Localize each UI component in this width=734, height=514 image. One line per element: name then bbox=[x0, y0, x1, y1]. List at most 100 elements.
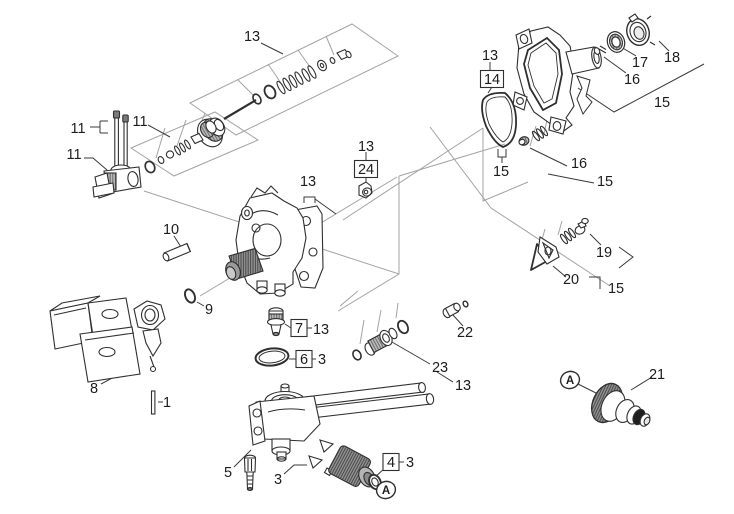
callout-box bbox=[295, 349, 313, 369]
callout-text: 20 bbox=[563, 272, 579, 288]
callout-text: 3 bbox=[406, 455, 414, 471]
part-callout-8-28: 8 bbox=[90, 381, 98, 397]
part-callout-a-36: A bbox=[375, 480, 397, 500]
callout-text: 18 bbox=[664, 50, 680, 66]
part-callout-13-8: 13 bbox=[482, 48, 498, 64]
valve-kit-2223-artwork bbox=[352, 300, 469, 361]
bypass-valve-body-artwork bbox=[92, 164, 142, 199]
callout-text: 15 bbox=[597, 174, 613, 190]
part-callout-1-29: 1 bbox=[163, 395, 171, 411]
part-callout-17-11: 17 bbox=[632, 55, 648, 71]
callout-text: A bbox=[382, 485, 390, 497]
inlet-valve-kit-artwork bbox=[144, 120, 217, 174]
part-callout-20-18: 20 bbox=[563, 272, 579, 288]
part-callout-11-2: 11 bbox=[132, 114, 147, 130]
callout-box bbox=[353, 159, 379, 179]
overflow-pins-artwork bbox=[112, 110, 129, 167]
cylinder-pin-artwork bbox=[162, 242, 192, 262]
part-callout-23-21: 23 bbox=[432, 360, 448, 376]
callout-circle bbox=[375, 480, 397, 500]
callout-text: 7 bbox=[295, 321, 303, 337]
callout-text: 8 bbox=[90, 381, 98, 397]
o-ring-6-artwork bbox=[254, 347, 290, 367]
part-callout-16-15: 16 bbox=[571, 156, 587, 172]
callout-text: 24 bbox=[358, 162, 374, 178]
part-callout-13-6: 13 bbox=[358, 139, 374, 155]
part-callout-16-13: 16 bbox=[624, 72, 640, 88]
callout-text: 19 bbox=[596, 245, 612, 261]
o-ring-9-artwork bbox=[183, 288, 197, 304]
triangular-gasket-artwork bbox=[481, 91, 517, 148]
part-callout-4-32: 4 bbox=[382, 452, 400, 472]
callout-text: 21 bbox=[649, 367, 665, 383]
callout-text: 16 bbox=[624, 72, 640, 88]
part-callout-3-31: 3 bbox=[274, 472, 282, 488]
callout-text: 5 bbox=[224, 465, 232, 481]
part-callout-13-25: 13 bbox=[313, 322, 329, 338]
callout-text: 16 bbox=[571, 156, 587, 172]
pump-housing-artwork bbox=[225, 185, 324, 297]
part-callout-21-34: 21 bbox=[649, 367, 665, 383]
part-callout-11-3: 11 bbox=[66, 147, 81, 163]
callout-text: 4 bbox=[387, 455, 395, 471]
part-callout-15-19: 15 bbox=[608, 281, 624, 297]
callout-text: 10 bbox=[163, 222, 179, 238]
part-callout-5-30: 5 bbox=[224, 465, 232, 481]
callout-text: 13 bbox=[358, 139, 374, 155]
clamp-24-artwork bbox=[358, 181, 373, 199]
callout-text: 14 bbox=[484, 72, 500, 88]
callout-text: 6 bbox=[300, 352, 308, 368]
callout-text: A bbox=[566, 375, 574, 387]
part-callout-15-14: 15 bbox=[654, 95, 670, 111]
bypass-kit-artwork bbox=[530, 217, 589, 271]
callout-text: 11 bbox=[132, 114, 147, 130]
callout-text: 11 bbox=[70, 121, 85, 137]
part-callout-3-27: 3 bbox=[318, 352, 326, 368]
part-callout-19-17: 19 bbox=[596, 245, 612, 261]
part-callout-22-20: 22 bbox=[457, 325, 473, 341]
callout-circle bbox=[559, 370, 581, 390]
callout-box bbox=[479, 69, 505, 89]
callout-text: 13 bbox=[313, 322, 329, 338]
pin-1-artwork bbox=[150, 390, 156, 415]
part-callout-18-12: 18 bbox=[664, 50, 680, 66]
callout-text: 17 bbox=[632, 55, 648, 71]
switch-box-artwork bbox=[49, 295, 166, 383]
coupling-4-artwork bbox=[328, 445, 382, 491]
unloader-rod-kit-artwork bbox=[197, 48, 352, 148]
part-callout-14-9: 14 bbox=[479, 69, 505, 89]
callout-text: 13 bbox=[482, 48, 498, 64]
callout-text: 15 bbox=[654, 95, 670, 111]
part-callout-a-35: A bbox=[559, 370, 581, 390]
valve-7-artwork bbox=[266, 307, 286, 337]
callout-text: 1 bbox=[163, 395, 171, 411]
callout-text: 22 bbox=[457, 325, 473, 341]
callout-text: 3 bbox=[274, 472, 282, 488]
part-callout-3-33: 3 bbox=[406, 455, 414, 471]
callout-text: 15 bbox=[608, 281, 624, 297]
callout-text: 23 bbox=[432, 360, 448, 376]
part-callout-9-23: 9 bbox=[205, 302, 213, 318]
hose-adapter-artwork bbox=[590, 382, 651, 427]
part-callout-13-5: 13 bbox=[300, 174, 316, 190]
part-callout-11-1: 11 bbox=[70, 121, 85, 137]
part-callout-24-7: 24 bbox=[353, 159, 379, 179]
part-callout-7-24: 7 bbox=[290, 318, 308, 338]
callout-leader-lines bbox=[84, 40, 705, 487]
callout-text: 13 bbox=[455, 378, 471, 394]
part-callout-15-10: 15 bbox=[493, 164, 509, 180]
part-callout-13-0: 13 bbox=[244, 29, 260, 45]
callout-box bbox=[290, 318, 308, 338]
callout-text: 13 bbox=[300, 174, 316, 190]
part-callout-15-16: 15 bbox=[597, 174, 613, 190]
part-callout-10-4: 10 bbox=[163, 222, 179, 238]
part-callout-13-22: 13 bbox=[455, 378, 471, 394]
part-callout-6-26: 6 bbox=[295, 349, 313, 369]
callout-text: 11 bbox=[66, 147, 81, 163]
callout-text: 9 bbox=[205, 302, 213, 318]
screw-5-artwork bbox=[243, 454, 257, 491]
callout-box bbox=[382, 452, 400, 472]
